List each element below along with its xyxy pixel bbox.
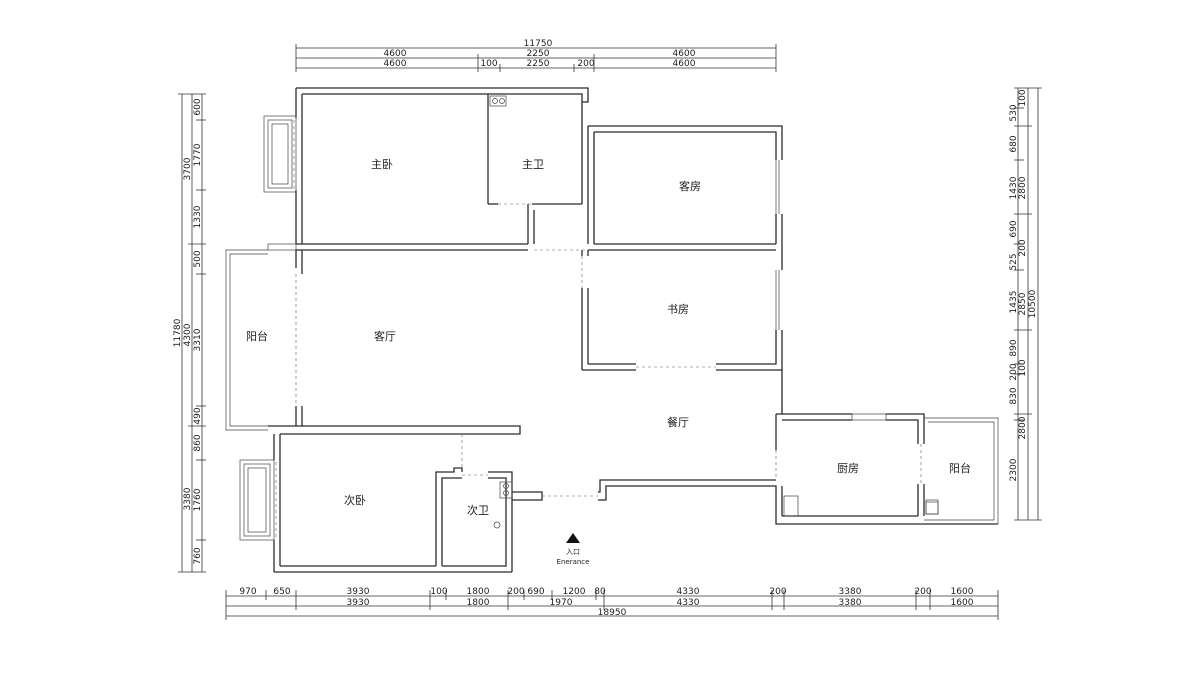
dim-bottom-row1-13: 1600	[951, 587, 974, 597]
room-label-master-bath: 主卫	[522, 158, 544, 171]
room-label-living-room: 客厅	[374, 329, 396, 343]
room-label-second-bedroom: 次卧	[344, 493, 366, 507]
dim-top-row3-a: 4600	[384, 59, 407, 69]
room-label-guest-room: 客房	[679, 179, 701, 193]
dim-bottom-row2-1: 1800	[467, 598, 490, 608]
dim-left-row1-4: 3310	[193, 328, 203, 351]
walls	[225, 87, 999, 573]
dim-bottom-row1-4: 1800	[467, 587, 490, 597]
dim-right-row1-12: 2300	[1009, 458, 1019, 481]
dim-bottom-row2-0: 3930	[347, 598, 370, 608]
dim-right-row1-8: 890	[1009, 339, 1019, 356]
dim-right-row1-7: 1435	[1009, 291, 1019, 314]
dim-left-row1-6: 860	[193, 434, 203, 451]
dim-right-row1-0: 100	[1018, 89, 1028, 106]
dim-top-row2-a: 4600	[384, 49, 407, 59]
dim-right-row2-1: 2850	[1018, 292, 1028, 315]
dim-left-row1-1: 1770	[193, 143, 203, 166]
dim-left-row2-1: 4300	[183, 323, 193, 346]
dim-top-row3-c: 2250	[527, 59, 550, 69]
room-label-balcony-left: 阳台	[246, 329, 268, 343]
dimensions-right: 100 530 680 1430 690 200 525 1435 890 20…	[1009, 87, 1042, 521]
door-openings	[275, 120, 922, 540]
dim-right-row1-11: 830	[1009, 387, 1019, 404]
dim-right-row1-1: 530	[1009, 104, 1019, 121]
entrance-label-cn: 入口	[566, 548, 580, 556]
dimensions-top: 11750 4600 2250 4600 4600 100 2250 200 4…	[295, 39, 777, 72]
dim-bottom-row1-2: 3930	[347, 587, 370, 597]
dim-left-row1-0: 600	[193, 98, 203, 115]
dim-bottom-row1-1: 650	[273, 587, 290, 597]
dim-top-row3-d: 200	[577, 59, 594, 69]
dim-bottom-row1-3: 100	[430, 587, 447, 597]
dim-left-row1-2: 1330	[193, 205, 203, 228]
room-label-kitchen: 厨房	[837, 462, 859, 475]
room-label-balcony-right: 阳台	[949, 461, 971, 475]
room-label-dining-room: 餐厅	[667, 415, 689, 429]
dim-bottom-row1-7: 1200	[563, 587, 586, 597]
dimensions-bottom: 970 650 3930 100 1800 200 690 1200 80 43…	[225, 587, 999, 620]
fixtures	[489, 95, 939, 529]
dim-bottom-row1-10: 200	[769, 587, 786, 597]
room-labels: 主卧 主卫 客房 书房 阳台 客厅 餐厅 厨房 阳台 次卧 次卫	[246, 158, 971, 517]
dim-right-row2-0: 2800	[1018, 176, 1028, 199]
dim-bottom-row1-12: 200	[914, 587, 931, 597]
dim-bottom-row1-5: 200	[507, 587, 524, 597]
dim-bottom-total: 18950	[598, 608, 627, 618]
dim-left-row1-8: 760	[193, 547, 203, 564]
dim-bottom-row1-0: 970	[239, 587, 256, 597]
dim-top-row2-c: 4600	[673, 49, 696, 59]
dim-bottom-row1-9: 4330	[677, 587, 700, 597]
dim-bottom-row1-6: 690	[527, 587, 544, 597]
dim-top-row3-e: 4600	[673, 59, 696, 69]
room-label-second-bath: 次卫	[467, 503, 489, 517]
dimensions-left: 600 1770 1330 500 3310 490 860 1760 760 …	[173, 93, 206, 573]
dim-right-row1-4: 690	[1009, 220, 1019, 237]
dim-right-row1-10: 100	[1018, 359, 1028, 376]
room-label-study: 书房	[667, 303, 689, 316]
dim-bottom-row2-3: 4330	[677, 598, 700, 608]
dim-left-total: 11780	[173, 318, 183, 347]
entrance-arrow-icon	[566, 533, 580, 543]
entrance-marker: 入口 Enerance	[557, 533, 590, 566]
dim-top-total: 11750	[524, 39, 553, 49]
dim-left-row2-2: 3380	[183, 487, 193, 510]
dim-bottom-row2-2: 1970	[550, 598, 573, 608]
entrance-label-en: Enerance	[557, 558, 590, 566]
dim-bottom-row1-11: 3380	[839, 587, 862, 597]
dim-right-row1-9: 200	[1009, 363, 1019, 380]
dim-bottom-row2-5: 1600	[951, 598, 974, 608]
dim-right-row1-6: 525	[1009, 253, 1019, 270]
dim-right-row1-2: 680	[1009, 135, 1019, 152]
dim-left-row1-7: 1760	[193, 488, 203, 511]
room-label-master-bedroom: 主卧	[371, 158, 393, 171]
dim-right-row1-3: 1430	[1009, 176, 1019, 199]
dim-bottom-row1-8: 80	[594, 587, 606, 597]
dim-right-row2-2: 2800	[1018, 416, 1028, 439]
dim-top-row2-b: 2250	[527, 49, 550, 59]
dim-right-total: 10500	[1028, 289, 1038, 318]
dim-top-row3-b: 100	[480, 59, 497, 69]
dim-bottom-row2-4: 3380	[839, 598, 862, 608]
dim-left-row2-0: 3700	[183, 157, 193, 180]
dim-left-row1-5: 490	[193, 407, 203, 424]
dim-left-row1-3: 500	[193, 250, 203, 267]
dim-right-row1-5: 200	[1018, 239, 1028, 256]
